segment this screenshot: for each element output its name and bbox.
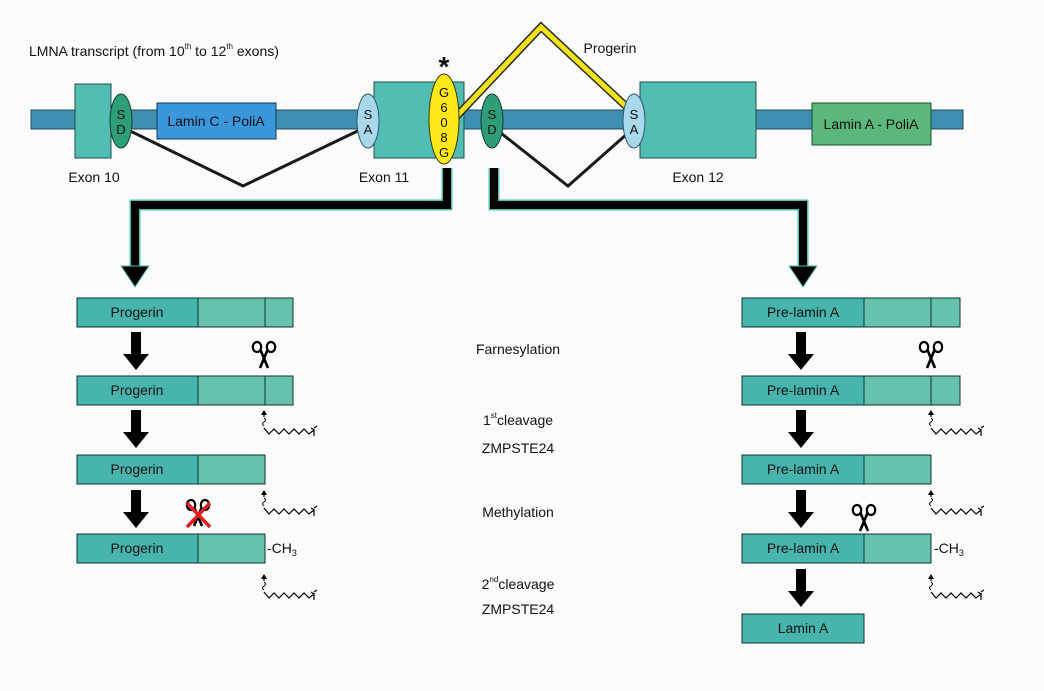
prelamin-label: Pre-lamin A (767, 540, 840, 556)
farnesyl-chain-icon (260, 573, 318, 601)
progerin-stage-4: Progerin (76, 533, 266, 564)
g608g-mutation-marker (428, 73, 460, 165)
exon-12 (639, 81, 757, 159)
sa-letter-s: S (630, 107, 639, 122)
down-arrow-icon (123, 490, 149, 528)
exon-10 (74, 83, 112, 159)
down-arrow-icon (788, 569, 814, 607)
step-zmpste24-second: ZMPSTE24 (482, 601, 555, 617)
blocked-scissors-icon (185, 498, 212, 529)
exon11-12-splice-line (491, 124, 637, 188)
step-second-cleavage: 2ndcleavage (482, 575, 555, 592)
progerin-label: Progerin (111, 540, 164, 556)
progerin-stage-2: Progerin (76, 375, 294, 406)
splice-acceptor-exon11 (356, 93, 380, 149)
progerin-stage-3: Progerin (76, 454, 266, 485)
sa-letter-a: A (364, 122, 373, 137)
step-zmpste24-first: ZMPSTE24 (482, 440, 555, 456)
farnesyl-chain-icon (927, 573, 985, 601)
sd-letter-d: D (116, 122, 125, 137)
splice-donor-exon10 (109, 93, 133, 149)
splice-donor-exon11 (480, 93, 504, 149)
exon11-label: Exon 11 (359, 169, 410, 185)
down-arrow-icon (788, 490, 814, 528)
prelamin-stage-1: Pre-lamin A (741, 297, 961, 328)
farnesyl-chain-icon (927, 409, 985, 437)
down-arrow-icon (788, 410, 814, 448)
mutation-letter-2: 6 (440, 100, 447, 115)
lamin-a-final: Lamin A (741, 613, 865, 644)
mutation-letter-3: 0 (440, 115, 447, 130)
lamin-c-polia-label: Lamin C - PoliA (167, 113, 265, 129)
farnesyl-chain-icon (927, 489, 985, 517)
mutation-letter-5: G (439, 145, 449, 160)
mutation-letter-1: G (439, 85, 449, 100)
progerin-label: Progerin (111, 382, 164, 398)
prelamin-stage-4: Pre-lamin A (741, 533, 932, 564)
methyl-group-left: -CH3 (267, 540, 297, 558)
step-methylation: Methylation (482, 504, 554, 520)
prelamin-label: Pre-lamin A (767, 304, 840, 320)
asterisk-icon: * (439, 51, 450, 82)
prelamin-label: Pre-lamin A (767, 461, 840, 477)
progerin-label: Progerin (111, 461, 164, 477)
farnesyl-chain-icon (260, 409, 318, 437)
mutation-letter-4: 8 (440, 130, 447, 145)
sd-letter-s: S (117, 107, 126, 122)
lamin-c-splice-line (119, 124, 369, 188)
sa-letter-a: A (630, 122, 639, 137)
methyl-group-right: -CH3 (934, 540, 964, 558)
down-arrow-icon (123, 332, 149, 370)
scissors-icon (251, 340, 277, 370)
prelamin-stage-3: Pre-lamin A (741, 454, 932, 485)
exon12-label: Exon 12 (672, 169, 724, 185)
lamin-c-polia-box (156, 102, 277, 140)
prelamin-label: Pre-lamin A (767, 382, 840, 398)
right-pathway-arrow (488, 168, 818, 288)
sd-letter-s: S (488, 107, 497, 122)
progerin-stage-1: Progerin (76, 297, 294, 328)
down-arrow-icon (123, 410, 149, 448)
lamin-a-label: Lamin A (778, 620, 829, 636)
left-pathway-arrow (120, 168, 453, 288)
step-farnesylation: Farnesylation (476, 341, 560, 357)
sa-letter-s: S (364, 107, 373, 122)
progerin-label: Progerin (111, 304, 164, 320)
scissors-icon (918, 340, 944, 370)
progerin-splice-path-fill (453, 23, 632, 120)
prelamin-stage-2: Pre-lamin A (741, 375, 961, 406)
step-first-cleavage: 1stcleavage (483, 411, 553, 428)
progerin-splice-label: Progerin (584, 40, 637, 56)
transcript-title: LMNA transcript (from 10th to 12th exons… (29, 42, 279, 59)
down-arrow-icon (788, 332, 814, 370)
farnesyl-chain-icon (260, 489, 318, 517)
sd-letter-d: D (487, 122, 496, 137)
scissors-icon (851, 503, 877, 533)
lamin-a-polia-label: Lamin A - PoliA (824, 116, 920, 132)
splice-acceptor-exon12 (622, 93, 646, 149)
lamin-a-polia-box (811, 102, 932, 146)
exon10-label: Exon 10 (68, 169, 120, 185)
